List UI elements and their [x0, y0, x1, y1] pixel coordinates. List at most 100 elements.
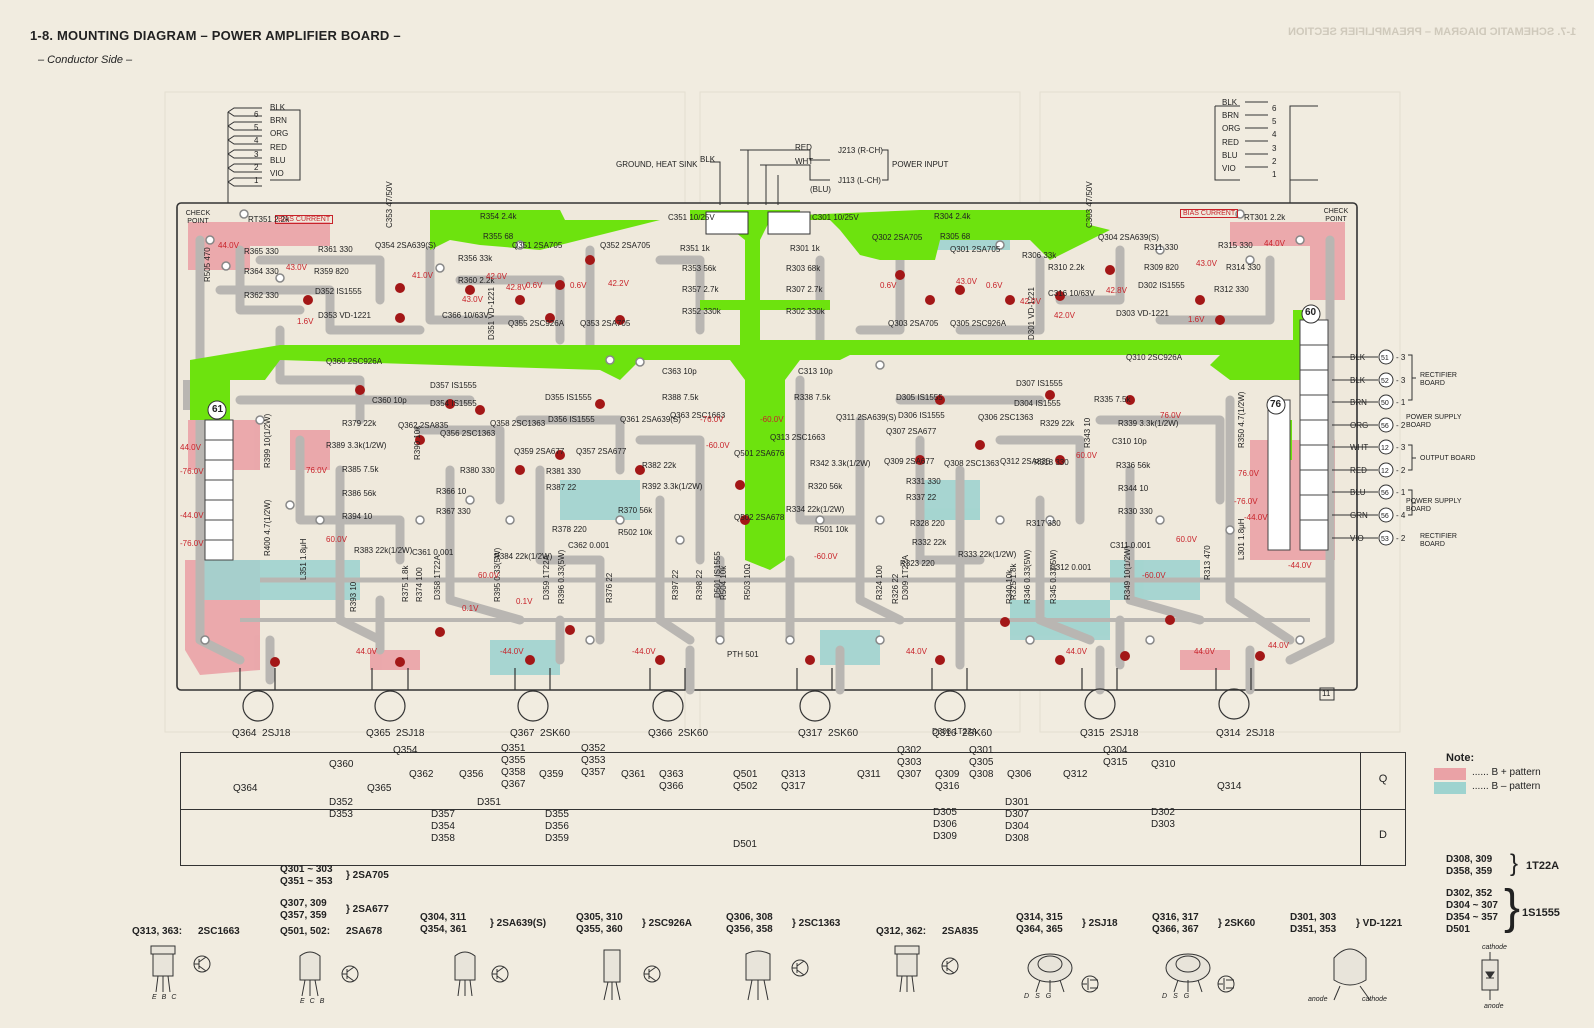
right-wire-pin-number: - 3: [1396, 376, 1406, 385]
component-label: C312 0.001: [1050, 563, 1092, 572]
component-label: R359 820: [314, 267, 349, 276]
output-transistor-label: Q367 2SK60: [510, 728, 571, 739]
bias-current-left: BIAS CURRENT: [275, 215, 334, 224]
pin-label: B: [319, 998, 330, 1005]
component-label: R370 56k: [618, 506, 653, 515]
component-label: R398 22: [695, 569, 704, 600]
voltage-label: 1.6V: [297, 317, 314, 326]
parts-legend-type: } 2SC1363: [792, 918, 841, 929]
voltage-label: 43.0V: [462, 295, 483, 304]
voltage-label: 44.0V: [1194, 647, 1215, 656]
right-connector-numbers: 6 5 4 3 2 1: [1272, 102, 1276, 181]
component-label: R344 10: [1118, 484, 1149, 493]
table-q-cell: Q360: [329, 759, 354, 770]
voltage-label: 60.0V: [326, 535, 347, 544]
diode-pin-anode: anode: [1484, 1003, 1504, 1010]
component-label: Q356 2SC1363: [440, 429, 496, 438]
component-label: R301 1k: [790, 244, 820, 253]
left-wire-number: 3: [254, 149, 259, 159]
power-wire-blu: (BLU): [810, 185, 831, 194]
component-label: Q304 2SA639(S): [1098, 233, 1159, 242]
table-q-cell: Q309 Q316: [935, 769, 960, 792]
left-wire-number: 5: [254, 123, 259, 133]
voltage-label: -76.0V: [1234, 497, 1258, 506]
component-label: C316 10/63V: [1048, 289, 1095, 298]
component-label: R367 330: [436, 507, 471, 516]
component-label: C301 10/25V: [812, 213, 859, 222]
component-label: D307 IS1555: [1016, 379, 1063, 388]
table-q-cell: Q313 Q317: [781, 769, 806, 792]
parts-legend-parts: Q316, 317 Q366, 367: [1152, 912, 1199, 935]
left-wire-color: BRN: [270, 116, 287, 126]
component-label: Q311 2SA639(S): [836, 413, 897, 422]
table-d-cell: D351: [477, 797, 501, 808]
right-wire-destination: POWER SUPPLY BOARD: [1406, 498, 1462, 513]
brace: }: [1504, 881, 1521, 934]
voltage-label: 42.2V: [608, 279, 629, 288]
right-wire-color: VIO: [1222, 164, 1236, 174]
component-label: R329 22k: [1040, 419, 1075, 428]
right-wire-color: RED: [1222, 137, 1239, 147]
component-label: Q309 2SA677: [884, 457, 935, 466]
voltage-label: 44.0V: [1066, 647, 1087, 656]
left-connector-colors: BLK BRN ORG RED BLU VIO: [270, 101, 288, 180]
table-q-cell: Q364: [233, 783, 258, 794]
output-transistor-label: Q364 2SJ18: [232, 728, 291, 739]
parts-legend-parts: Q307, 309 Q357, 359: [280, 898, 327, 921]
component-label: R365 330: [244, 247, 279, 256]
connector-76: 76: [1270, 399, 1282, 410]
table-q-cell: Q351 Q355 Q358 Q367: [501, 743, 526, 790]
component-label: Q308 2SC1363: [944, 459, 1000, 468]
component-label: R328 220: [910, 519, 945, 528]
voltage-label: 44.0V: [218, 241, 239, 250]
component-label: R357 2.7k: [682, 285, 719, 294]
voltage-label: 0.1V: [462, 604, 479, 613]
component-label: R503 10Ω: [743, 563, 752, 600]
connector-61: 61: [212, 404, 224, 415]
table-q-cell: Q301 Q305 Q308: [969, 745, 994, 780]
check-point-right: CHECK POINT: [1323, 208, 1349, 223]
brace: }: [1510, 850, 1519, 877]
component-label: Q352 2SA705: [600, 241, 651, 250]
left-wire-color: VIO: [270, 169, 284, 179]
parts-legend-parts: Q314, 315 Q364, 365: [1016, 912, 1063, 935]
component-label: R396 0.33(5W): [557, 549, 566, 604]
right-wire-destination: RECTIFIER BOARD: [1420, 533, 1457, 548]
pin-label: D: [1024, 993, 1036, 1000]
table-q-cell: Q361: [621, 769, 646, 780]
table-row-divider: [181, 809, 1405, 810]
table-q-cell: Q304 Q315: [1103, 745, 1128, 768]
component-label: R314 330: [1226, 263, 1261, 272]
parts-legend-parts: Q305, 310 Q355, 360: [576, 912, 623, 935]
component-label: R388 7.5k: [662, 393, 699, 402]
parts-legend-type: } 2SA677: [346, 904, 389, 915]
component-label: C361 0.001: [412, 548, 454, 557]
component-label: Q355 2SC926A: [508, 319, 565, 328]
component-label: D356 IS1555: [548, 415, 595, 424]
component-label: R350 4.7(1/2W): [1237, 391, 1246, 448]
component-label: R338 7.5k: [794, 393, 831, 402]
right-wire-destination: POWER SUPPLY BOARD: [1406, 414, 1462, 429]
voltage-label: 43.0V: [1196, 259, 1217, 268]
diode-note-parts: D302, 352 D304 ~ 307 D354 ~ 357 D501: [1446, 888, 1498, 935]
pin-label: S: [1173, 993, 1184, 1000]
output-transistor-label: Q316 2SK60: [932, 728, 993, 739]
table-q-cell: Q306: [1007, 769, 1032, 780]
left-wire-number: 6: [254, 110, 259, 119]
left-wire-color: BLK: [270, 103, 286, 112]
right-wire-color: RED: [1350, 466, 1367, 475]
component-label: R393 10: [349, 581, 358, 612]
parts-legend-type: 2SA835: [942, 926, 979, 937]
voltage-label: 1.6V: [1188, 315, 1205, 324]
component-label: D353 VD-1221: [318, 311, 371, 320]
voltage-label: 0.6V: [986, 281, 1003, 290]
parts-legend-parts: Q313, 363:: [132, 926, 183, 937]
right-wire-color: ORG: [1222, 124, 1241, 134]
table-row-label-d: D: [1379, 829, 1387, 841]
output-transistor-label: Q314 2SJ18: [1216, 728, 1275, 739]
component-label: R335 7.5k: [1094, 395, 1131, 404]
component-label: R386 56k: [342, 489, 377, 498]
component-label: R387 22: [546, 483, 577, 492]
table-q-cell: Q352 Q353 Q357: [581, 743, 606, 778]
